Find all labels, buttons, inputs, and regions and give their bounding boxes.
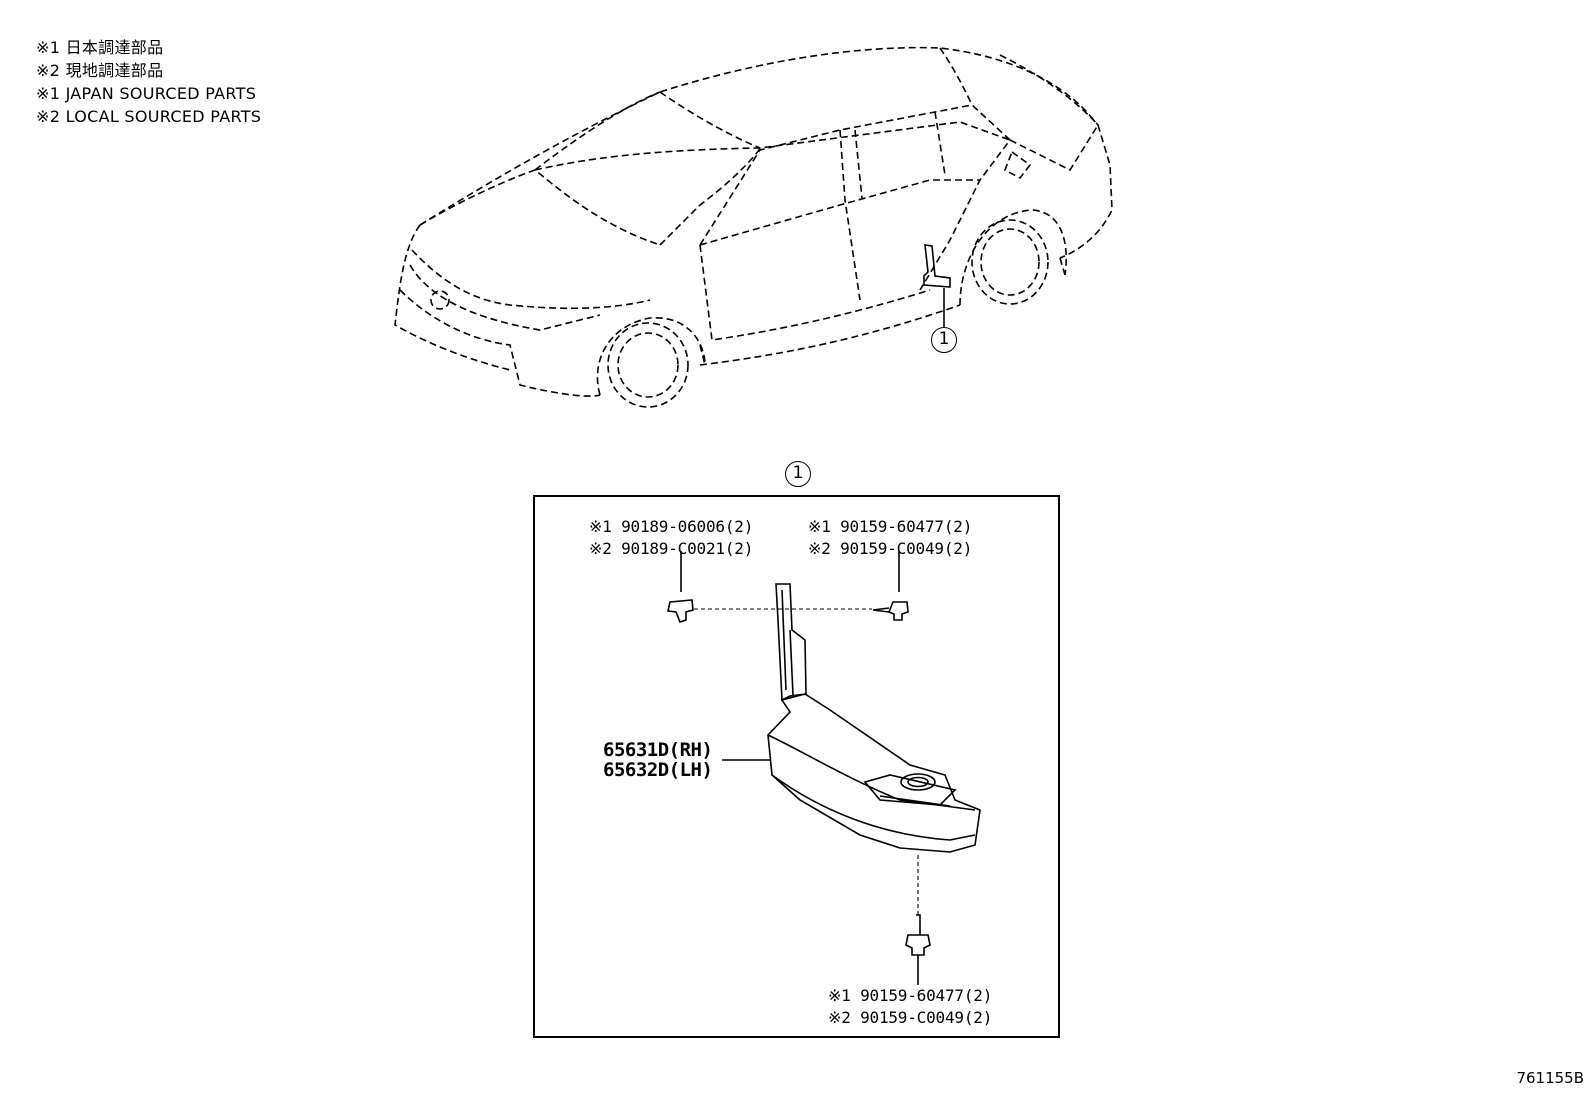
callout-detail: 1: [785, 461, 811, 487]
label-clip-japan: ※1 90189-06006(2): [589, 517, 754, 536]
label-clip-local: ※2 90189-C0021(2): [589, 539, 754, 558]
legend-japan-jp: ※1 日本調達部品: [36, 38, 164, 57]
legend-japan-en: ※1 JAPAN SOURCED PARTS: [36, 84, 257, 103]
legend-local-en: ※2 LOCAL SOURCED PARTS: [36, 107, 262, 126]
label-main-part-lh: 65632D(LH): [603, 759, 713, 781]
label-main-part-rh: 65631D(RH): [603, 739, 713, 761]
label-screw-bottom-local: ※2 90159-C0049(2): [828, 1008, 993, 1027]
legend: ※1 日本調達部品 ※2 現地調達部品 ※1 JAPAN SOURCED PAR…: [36, 36, 261, 128]
label-screw-top-local: ※2 90159-C0049(2): [808, 539, 973, 558]
illustration-code: 761155B: [1516, 1069, 1584, 1087]
callout-car: 1: [931, 327, 957, 353]
label-screw-bottom-japan: ※1 90159-60477(2): [828, 986, 993, 1005]
label-screw-top-japan: ※1 90159-60477(2): [808, 517, 973, 536]
legend-local-jp: ※2 現地調達部品: [36, 61, 164, 80]
car-illustration: [394, 46, 1113, 408]
parts-detail-box: [533, 495, 1060, 1038]
